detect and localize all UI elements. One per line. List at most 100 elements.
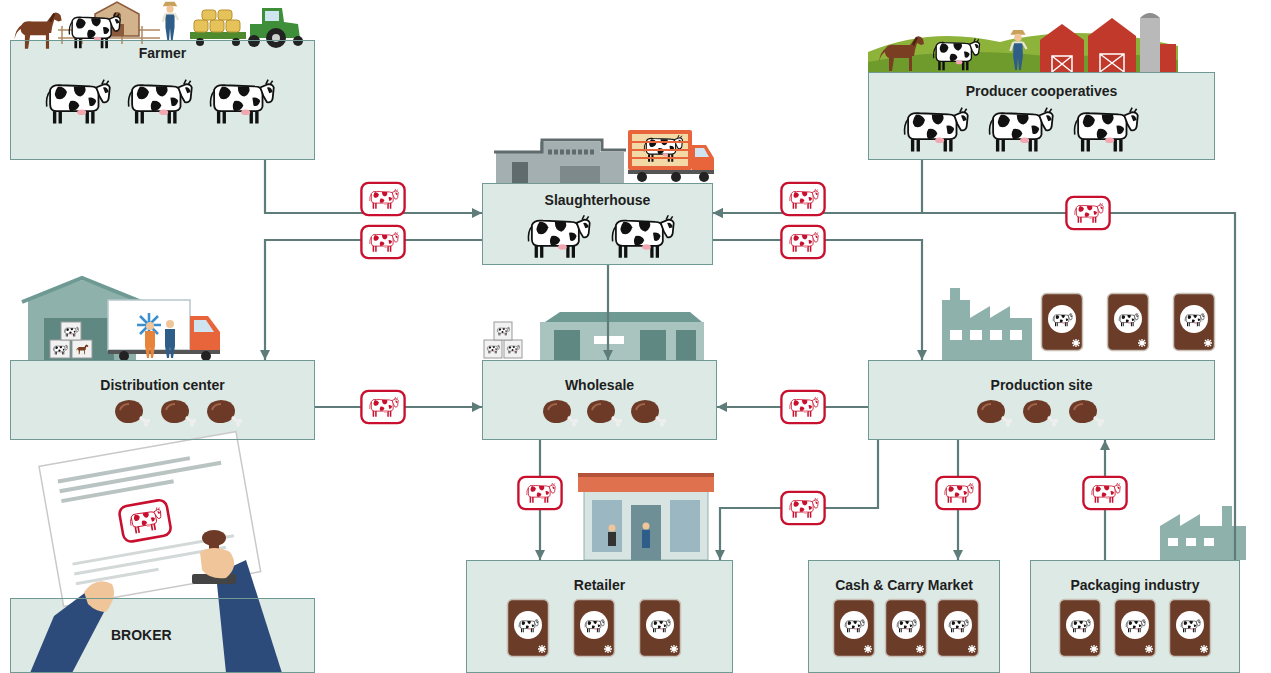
- packaging-factory: [1204, 538, 1214, 546]
- warehouse: [22, 278, 142, 302]
- slaughterhouse-cows: [528, 215, 673, 258]
- node-title: BROKER: [111, 627, 172, 644]
- broker-hands: [192, 574, 236, 584]
- broker-document: [72, 536, 237, 584]
- farmer-cows: [47, 80, 274, 124]
- flow-arrow: [957, 440, 959, 560]
- wholesale-building: [484, 312, 704, 360]
- packaging-packages: [1060, 600, 1101, 657]
- farmer-cows: [47, 80, 110, 124]
- refrigerated-truck: [194, 320, 214, 332]
- factory: [942, 288, 1032, 360]
- wholesale-building: [504, 340, 522, 358]
- wholesale-building: [594, 336, 624, 344]
- production-packages: [1042, 294, 1215, 351]
- wholesale-meat: [543, 400, 578, 427]
- cooperative-cows: [990, 108, 1053, 152]
- cow-badge: [781, 391, 824, 423]
- flow-arrow: [713, 160, 922, 213]
- cattle-truck: [628, 130, 714, 182]
- node-title: Producer cooperatives: [966, 83, 1118, 100]
- flow-arrow: [720, 440, 878, 560]
- process-box: Slaughterhouse: [482, 183, 713, 265]
- farm-scene: [69, 13, 120, 48]
- cattle-truck: [671, 172, 681, 182]
- cow-badge: [936, 477, 979, 509]
- cash-carry-packages: [834, 600, 875, 657]
- cooperative-scene: [1160, 44, 1176, 72]
- box-fill: [482, 360, 717, 440]
- production-meat: [1069, 400, 1104, 427]
- farm-scene: [218, 10, 232, 20]
- wholesale-building: [487, 345, 499, 354]
- cooperative-scene: [1140, 13, 1160, 18]
- refrigerated-truck: [108, 300, 220, 361]
- cooperative-cows: [905, 108, 968, 152]
- box-fill: [10, 40, 315, 160]
- wholesale-building: [497, 327, 509, 336]
- factory: [970, 330, 982, 340]
- packaging-packages: [1115, 600, 1156, 657]
- warehouse: [22, 278, 142, 360]
- box-fill: [466, 560, 733, 673]
- broker-hands: [84, 581, 114, 612]
- box-fill: [808, 560, 1000, 673]
- store: [643, 523, 650, 530]
- broker-document: [39, 432, 261, 607]
- warehouse: [50, 340, 70, 358]
- wholesale-meat: [587, 400, 622, 427]
- distribution-meat: [207, 400, 242, 427]
- store: [584, 490, 708, 560]
- process-box: Wholesale: [482, 360, 717, 440]
- cattle-truck: [632, 142, 688, 158]
- production-meat: [977, 400, 1104, 427]
- slaughterhouse-building: [548, 150, 596, 155]
- distribution-meat: [115, 400, 242, 427]
- cattle-truck: [628, 170, 714, 174]
- retailer-packages: [640, 600, 681, 657]
- factory: [950, 330, 962, 340]
- warehouse: [44, 318, 114, 360]
- box-fill: [10, 598, 315, 673]
- box-fill: [868, 360, 1215, 440]
- broker-hands: [200, 548, 234, 578]
- store: [592, 500, 622, 552]
- cow-badge: [518, 477, 561, 509]
- store: [578, 473, 714, 477]
- flow-arrow: [539, 440, 541, 560]
- farm-scene: [14, 2, 303, 49]
- refrigerated-truck: [108, 350, 220, 354]
- node-title: Distribution center: [100, 377, 224, 394]
- broker-document: [118, 499, 172, 543]
- farm-scene: [266, 28, 286, 48]
- cow-badge: [361, 183, 404, 215]
- node-title: Farmer: [139, 45, 186, 62]
- broker-hands: [216, 560, 282, 673]
- store: [578, 473, 714, 560]
- factory: [990, 330, 1002, 340]
- slaughterhouse-building: [560, 166, 600, 183]
- store: [609, 525, 616, 532]
- cow-badge: [781, 492, 824, 524]
- wholesale-building: [545, 312, 702, 322]
- farm-scene: [113, 12, 121, 20]
- refrigerated-truck: [190, 316, 220, 352]
- workers: [145, 331, 155, 358]
- process-box: Distribution center: [10, 360, 315, 440]
- farm-scene: [265, 11, 279, 21]
- cash-carry-packages: [834, 600, 979, 657]
- box-fill: [1030, 560, 1240, 673]
- warehouse: [53, 345, 67, 355]
- workers: [145, 320, 175, 358]
- wholesale-building: [494, 322, 512, 340]
- distribution-meat: [115, 400, 150, 427]
- cattle-truck: [692, 145, 714, 172]
- wholesale-meat: [631, 400, 666, 427]
- store: [670, 500, 700, 552]
- packaging-factory: [1160, 506, 1246, 560]
- wholesale-meat: [543, 400, 666, 427]
- cooperative-scene: [1010, 30, 1026, 70]
